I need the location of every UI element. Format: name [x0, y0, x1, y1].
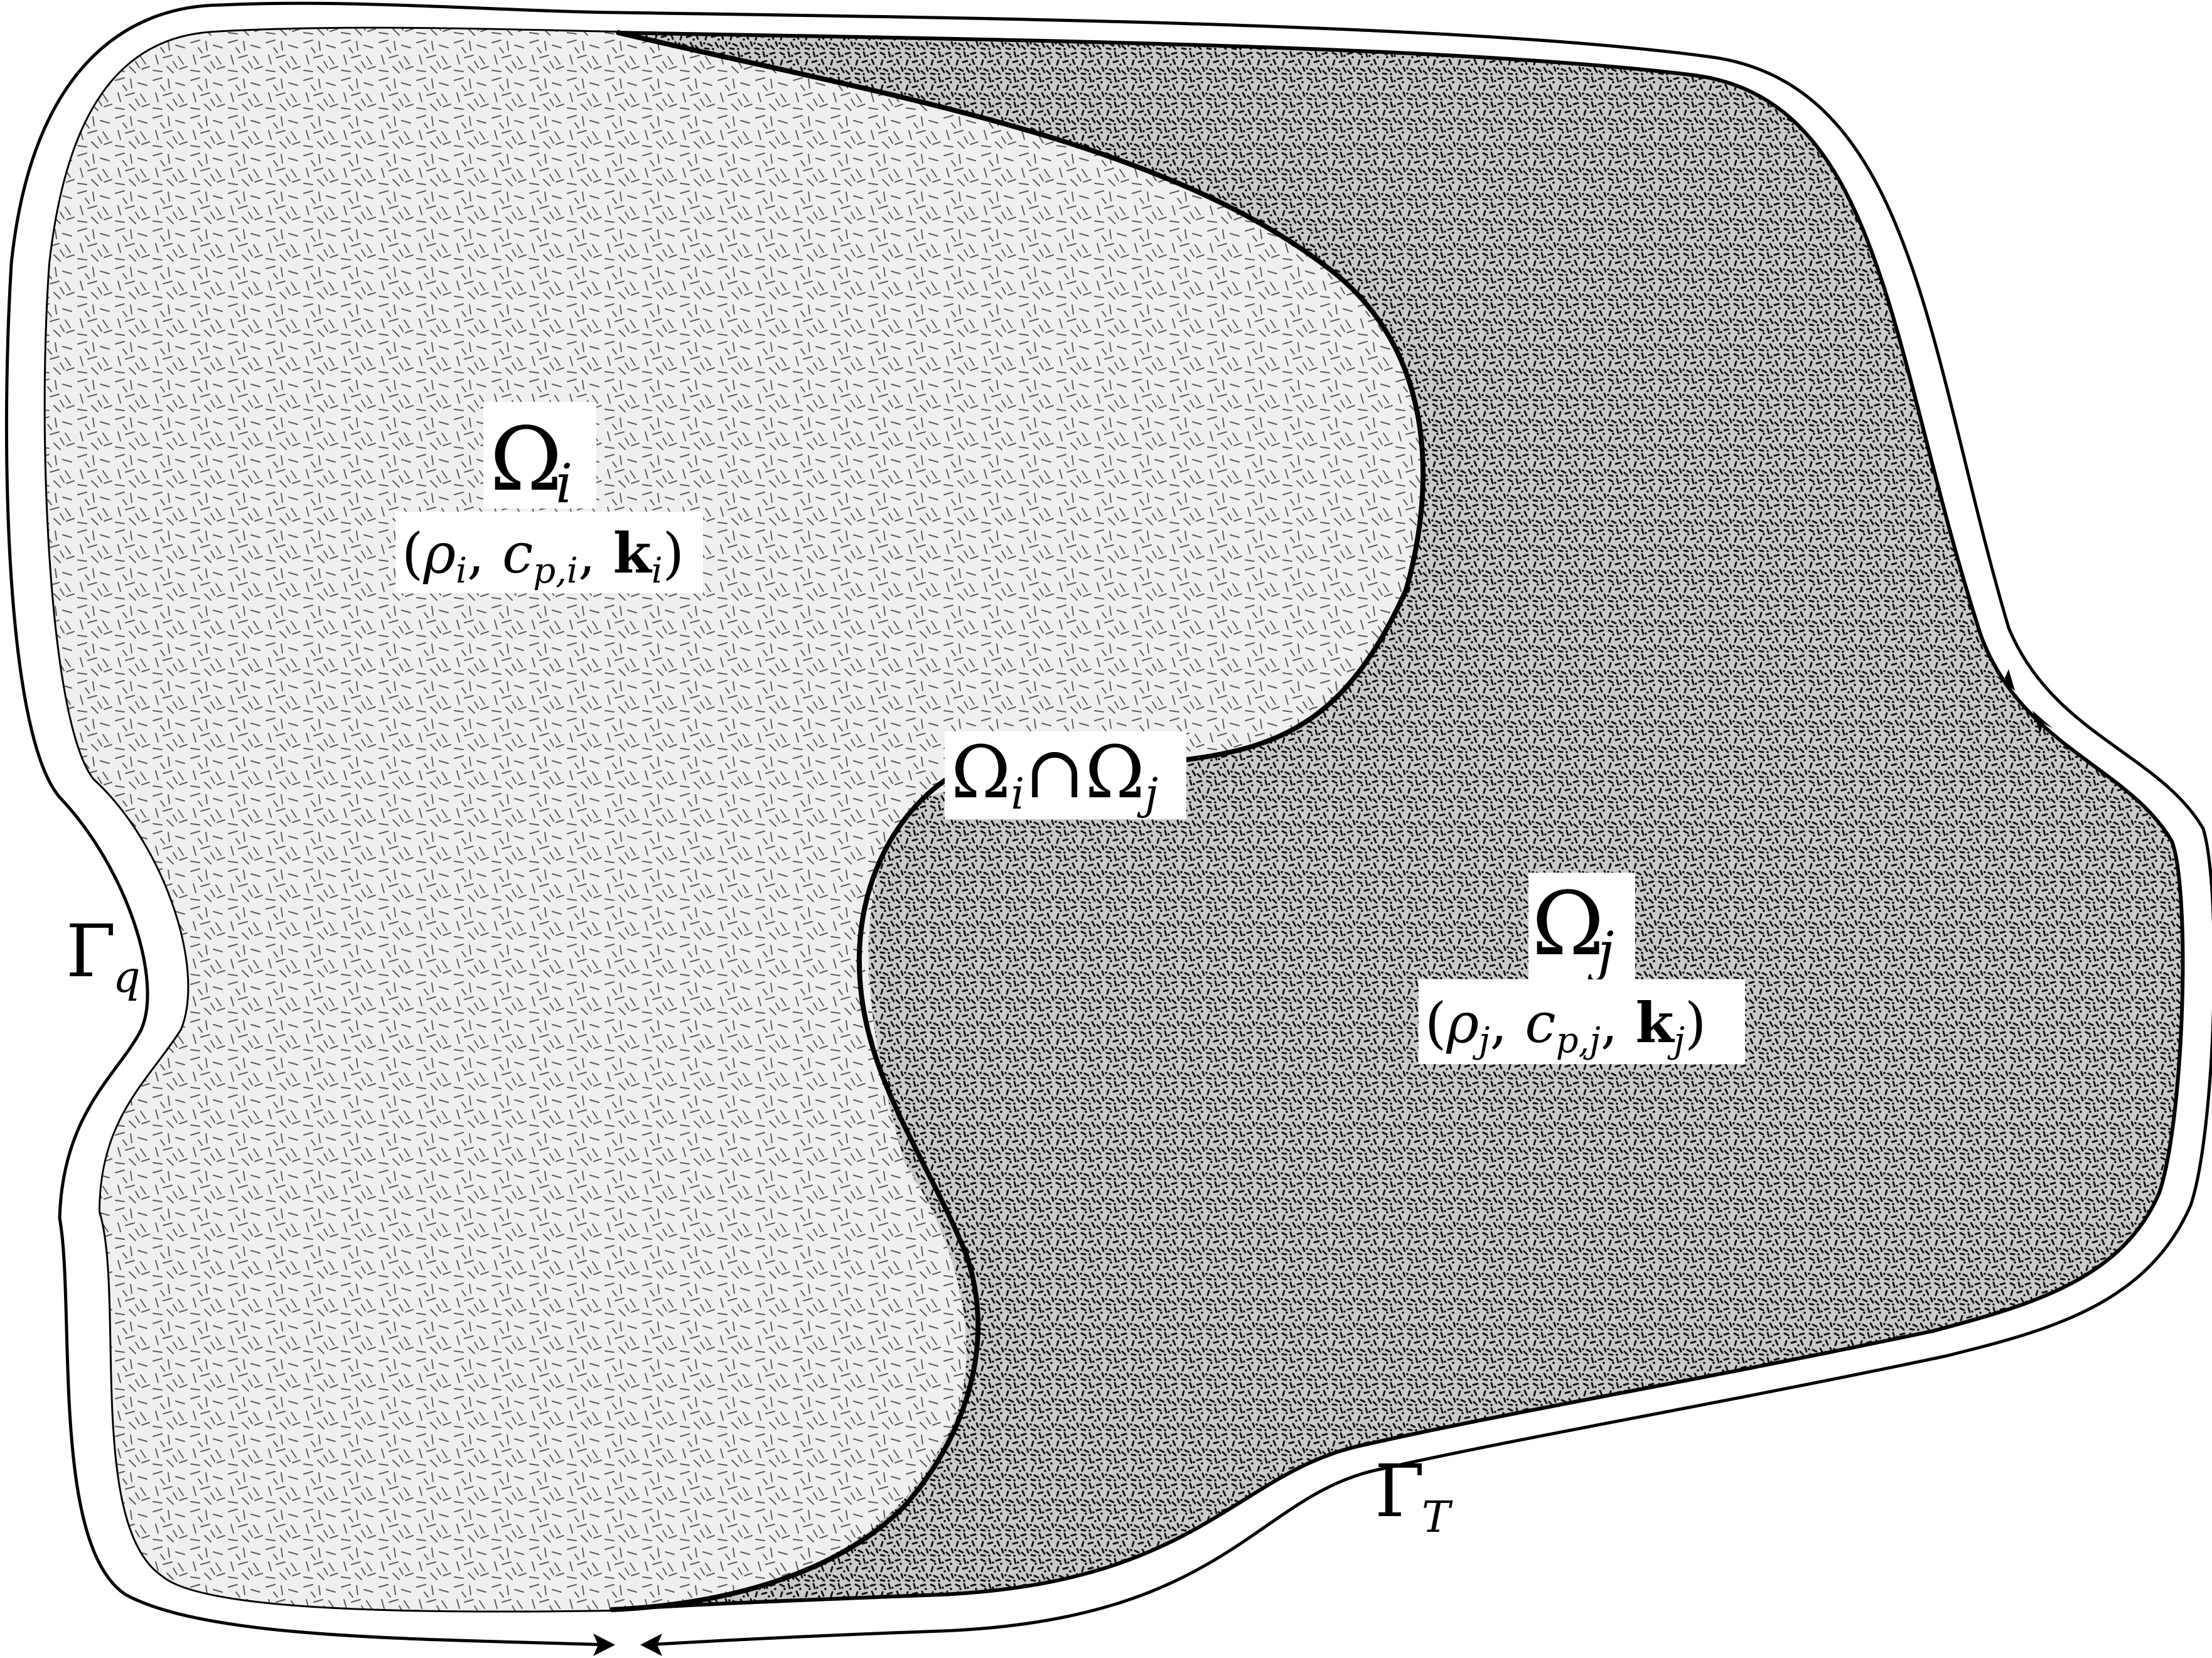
omega-i-k-sub: i: [652, 551, 663, 591]
outer-boundary-gamma-q: [4, 1, 620, 1647]
omega-j-paren-close: ): [1685, 991, 1706, 1055]
omega-j-c: c: [1525, 991, 1555, 1055]
interface-right: Ω: [1085, 731, 1144, 815]
interface-left: Ω: [951, 731, 1011, 815]
omega-j-c-sub: p,j: [1556, 1020, 1601, 1061]
interface-curve: [616, 30, 1426, 762]
interface-label: Ωi∩Ωj: [945, 731, 1186, 819]
arrow-bottom-right: [640, 1634, 662, 1656]
omega-i-symbol: Ω: [490, 409, 562, 511]
omega-j-symbol: Ω: [1532, 873, 1604, 976]
gamma-q-label: Γ q: [66, 910, 141, 1003]
omega-i-c: c: [502, 521, 533, 586]
interface-left-sub: i: [1011, 770, 1024, 819]
svg-text:(ρj, cp,j, kj): (ρj, cp,j, kj): [1425, 990, 1706, 1061]
omega-j-rho: ρ: [1446, 991, 1479, 1055]
omega-i-properties: (ρi, cp,i, ki): [395, 512, 703, 593]
omega-i-rho: ρ: [422, 521, 456, 586]
gamma-q-symbol: Γ: [66, 910, 116, 994]
omega-j-properties: (ρj, cp,j, kj): [1419, 979, 1745, 1064]
omega-j-sep1: ,: [1490, 991, 1525, 1055]
omega-j-label: Ω j: [1528, 873, 1635, 983]
gamma-t-symbol: Γ: [1375, 1450, 1425, 1534]
svg-text:Ωi∩Ωj: Ωi∩Ωj: [951, 731, 1158, 819]
gamma-q-subscript: q: [113, 953, 141, 1003]
omega-i-region: [45, 28, 1424, 1611]
omega-i-paren-close: ): [663, 521, 684, 586]
omega-i-subscript: i: [556, 453, 572, 515]
gamma-t-subscript: T: [1422, 1493, 1453, 1542]
omega-j-paren-open: (: [1425, 991, 1446, 1055]
omega-i-sep2: ,: [578, 521, 613, 586]
omega-i-sep1: ,: [467, 521, 502, 586]
arrow-bottom-left: [593, 1634, 615, 1656]
omega-i-paren-open: (: [402, 521, 423, 586]
gamma-t-label: Γ T: [1375, 1450, 1453, 1542]
interface-curve-lower: [609, 776, 980, 1612]
arrow-right-lower: [2032, 711, 2053, 733]
omega-i-c-sub: p,i: [533, 551, 578, 591]
svg-text:(ρi, cp,i, ki): (ρi, cp,i, ki): [402, 520, 684, 591]
omega-i-k: k: [613, 520, 653, 586]
outer-boundary-gamma-t: [616, 11, 2212, 1647]
omega-i-label: Ω i: [483, 402, 596, 515]
omega-j-sep2: ,: [1601, 991, 1636, 1055]
omega-i-rho-sub: i: [456, 551, 467, 591]
omega-j-k: k: [1636, 990, 1675, 1055]
arrow-right-upper: [1995, 669, 2015, 691]
interface-op: ∩: [1024, 731, 1085, 815]
